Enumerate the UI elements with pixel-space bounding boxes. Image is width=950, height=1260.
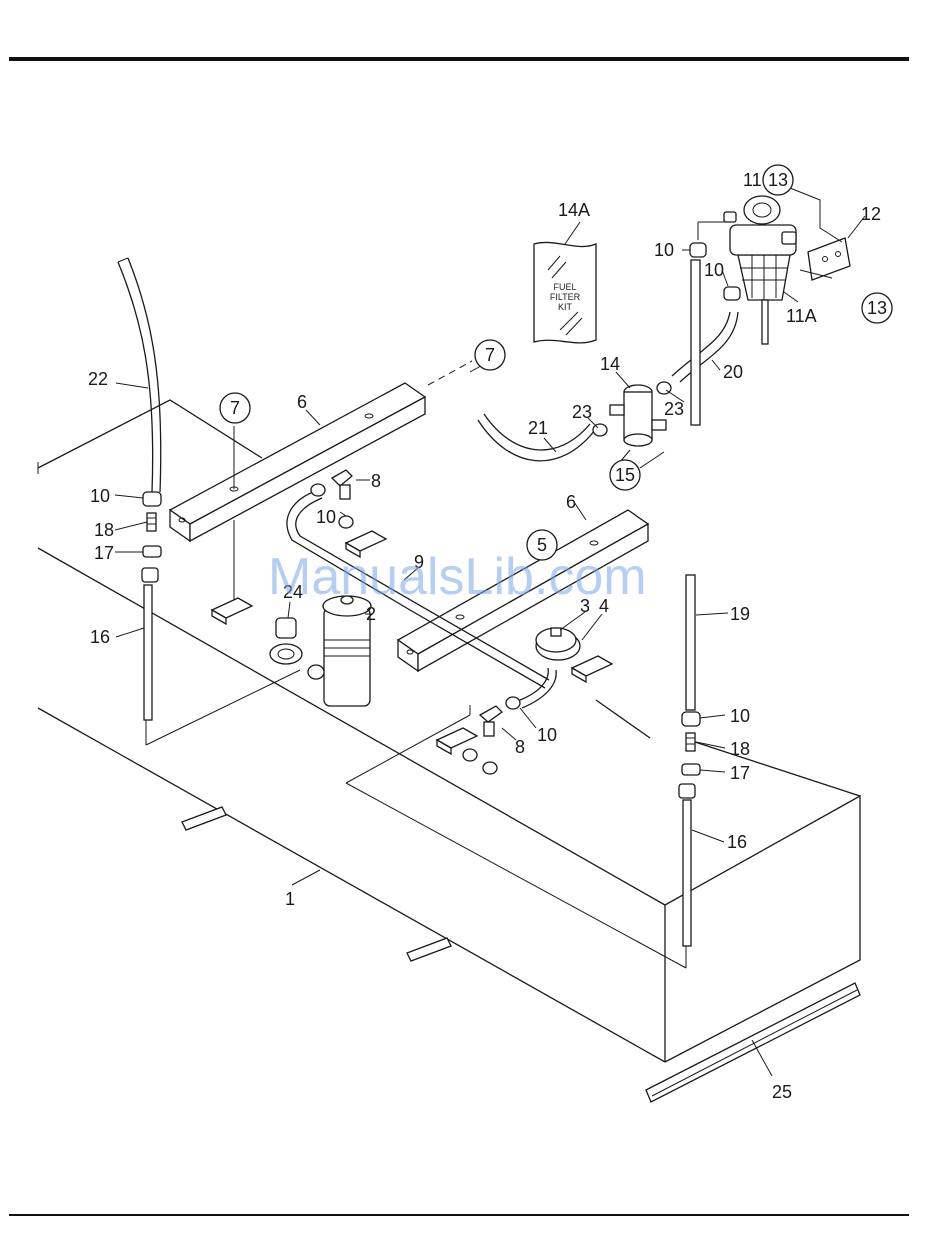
callout-13-bottom: 13 (867, 298, 887, 318)
callout-23-right: 23 (664, 399, 684, 419)
callout-10-filter-top: 10 (654, 240, 674, 260)
callout-25: 25 (772, 1082, 792, 1102)
callout-6-right: 6 (566, 492, 576, 512)
pickup-tube-16-right (679, 784, 695, 946)
callout-11a: 11A (786, 306, 817, 326)
callout-8-top: 8 (371, 471, 381, 491)
callout-18-right: 18 (730, 739, 750, 759)
tee-fitting-14 (593, 382, 671, 446)
callout-8-bottom: 8 (515, 737, 525, 757)
callout-23-left: 23 (572, 402, 592, 422)
callout-22: 22 (88, 369, 108, 389)
callout-12: 12 (861, 204, 881, 224)
callout-2: 2 (366, 604, 376, 624)
line-to-filter (691, 260, 700, 425)
callout-1: 1 (285, 889, 295, 909)
filler-cap-2 (323, 596, 371, 706)
watermark: ManualsLib.com (268, 548, 647, 606)
filler-neck-24 (270, 618, 324, 679)
callout-21: 21 (528, 418, 548, 438)
tank-pads (182, 807, 451, 961)
callout-17-left: 17 (94, 543, 114, 563)
kit-text-line3: KIT (558, 302, 573, 312)
callout-10-left: 10 (90, 486, 110, 506)
callout-20: 20 (723, 362, 743, 382)
callout-19: 19 (730, 604, 750, 624)
callout-10-top: 10 (316, 507, 336, 527)
callout-18-left: 18 (94, 520, 114, 540)
callout-13-top: 13 (768, 170, 788, 190)
pickup-tube-16-left (142, 568, 158, 720)
fittings-left (143, 492, 161, 557)
callout-10-right: 10 (730, 706, 750, 726)
callout-7-right: 7 (485, 345, 495, 365)
callout-10-bottom: 10 (537, 725, 557, 745)
fittings-right (682, 712, 700, 775)
callout-16-right: 16 (727, 832, 747, 852)
callout-10-filter-bottom: 10 (704, 260, 724, 280)
callout-14a: 14A (558, 200, 590, 220)
callout-17-right: 17 (730, 763, 750, 783)
vent-hose-22 (118, 258, 161, 492)
callout-15: 15 (615, 465, 635, 485)
fuel-filter-kit-14a: FUEL FILTER KIT (534, 222, 596, 343)
kit-text-line2: FILTER (550, 292, 581, 302)
callout-11: 11 (743, 170, 762, 190)
sender-unit-3 (536, 628, 580, 660)
callout-6-left: 6 (297, 392, 307, 412)
callout-7-left: 7 (230, 398, 240, 418)
callout-16-left: 16 (90, 627, 110, 647)
kit-text-line1: FUEL (553, 282, 576, 292)
callout-14: 14 (600, 354, 620, 374)
return-tube-19 (686, 575, 695, 710)
circled-callouts (220, 165, 892, 560)
